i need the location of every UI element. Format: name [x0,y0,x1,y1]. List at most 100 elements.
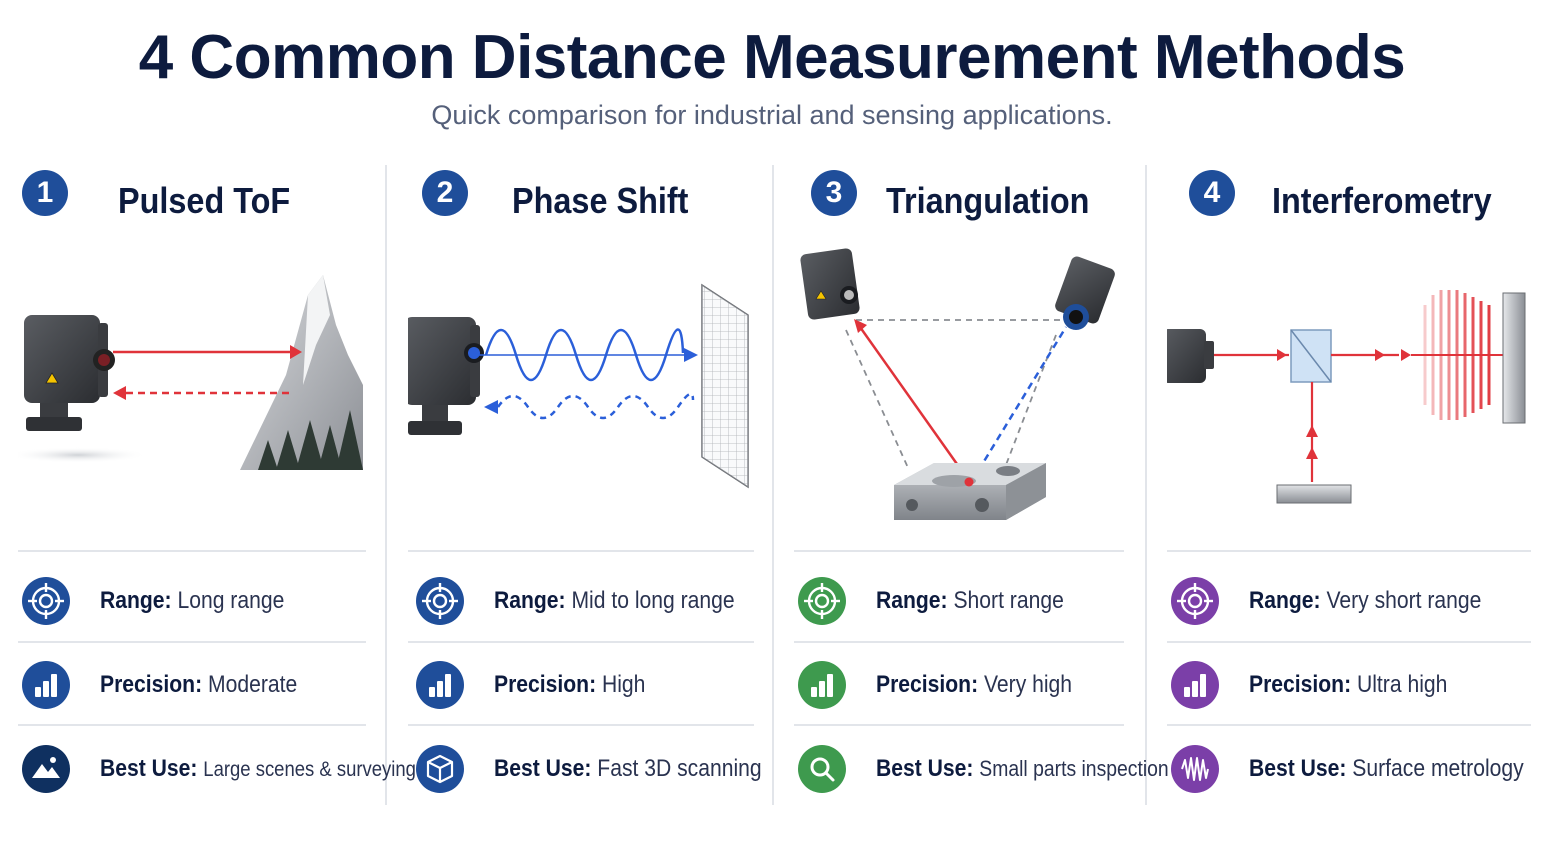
target-icon [798,577,846,625]
shadow [18,447,148,463]
waveform-icon [1171,745,1219,793]
laser-source-icon [1167,329,1214,383]
method-column-interferometry: 4 Interferometry [1167,165,1531,805]
spec-value: Fast 3D scanning [597,755,762,782]
spec-row-best-use: Best Use: Small parts inspection [798,737,1169,797]
spec-label: Range: [494,587,566,614]
spec-value: Large scenes & surveying [203,758,416,781]
method-column-phase-shift: 2 Phase Shift [408,165,762,805]
spec-label: Range: [876,587,948,614]
spec-label: Range: [100,587,172,614]
spec-label: Best Use: [494,755,592,782]
spec-value: Small parts inspection [979,756,1169,781]
magnifier-icon [798,745,846,793]
method-number-badge: 3 [811,170,857,216]
spec-row-best-use: Best Use: Fast 3D scanning [416,737,762,797]
divider [1167,641,1531,643]
spec-value: Long range [177,587,285,614]
reference-mirror-icon [1276,484,1352,504]
spec-row-best-use: Best Use: Surface metrology [1171,737,1531,797]
divider [1167,724,1531,726]
camera-detector-icon [1055,256,1115,330]
page-subtitle: Quick comparison for industrial and sens… [431,100,1113,130]
arrow-head [1306,425,1318,437]
method-column-pulsed-tof: 1 Pulsed ToF [18,165,416,805]
divider [408,550,754,552]
laser-emitter-icon [800,248,860,320]
spec-value: High [601,671,646,698]
bar-chart-icon [1171,661,1219,709]
arrow-head [113,386,126,400]
method-header: 1 Pulsed ToF [18,170,368,230]
spec-label: Best Use: [100,755,198,782]
beam-splitter-icon [1290,329,1332,383]
divider [18,550,366,552]
spec-row-range: Range: Very short range [1171,569,1531,629]
spec-value: Surface metrology [1352,755,1524,782]
spec-value: Moderate [207,671,298,698]
divider [18,641,366,643]
divider [794,641,1124,643]
spec-row-best-use: Best Use: Large scenes & surveying [22,737,416,797]
arrow-head [1277,349,1287,361]
method-number-badge: 4 [1189,170,1235,216]
target-mirror-icon [1502,292,1526,424]
target-icon [416,577,464,625]
divider [794,550,1124,552]
spec-label: Precision: [1249,671,1352,698]
column-divider [772,165,774,805]
method-name: Triangulation [886,180,1090,221]
detector-beam [970,326,1068,482]
spec-value: Very high [983,671,1073,698]
guide-line [845,329,910,471]
spec-row-precision: Precision: Moderate [22,653,368,713]
method-header: 4 Interferometry [1167,170,1531,230]
column-divider [385,165,387,805]
spec-value: Short range [953,587,1064,614]
method-name: Interferometry [1272,180,1492,221]
bar-chart-icon [22,661,70,709]
pulsed-tof-illustration [18,275,363,470]
divider [408,641,754,643]
arrow-head [854,319,867,333]
laser-beam [858,326,971,482]
target-icon [1171,577,1219,625]
spec-label: Precision: [100,671,203,698]
spec-label: Best Use: [1249,755,1347,782]
divider [1167,550,1531,552]
divider [408,724,754,726]
arrow-head [290,345,302,359]
arrow-head [1401,349,1411,361]
spec-label: Precision: [494,671,597,698]
spec-row-range: Range: Long range [22,569,368,629]
arrow-head [684,348,698,362]
phase-shift-illustration [408,283,749,489]
method-column-triangulation: 3 Triangulation [794,165,1169,805]
spec-row-precision: Precision: Ultra high [1171,653,1531,713]
mountain-target [240,275,363,470]
spec-label: Precision: [876,671,979,698]
bar-chart-icon [416,661,464,709]
divider [18,724,366,726]
machined-part-icon [894,463,1046,520]
emitted-wave [484,328,685,381]
arrow-head [1306,447,1318,459]
spec-row-range: Range: Mid to long range [416,569,754,629]
target-icon [22,577,70,625]
spec-label: Range: [1249,587,1321,614]
page-title: 4 Common Distance Measurement Methods [138,23,1406,92]
spec-value: Very short range [1326,587,1482,614]
spec-row-precision: Precision: High [416,653,754,713]
cube-icon [416,745,464,793]
sensor-camera-icon [408,317,484,435]
reflected-wave [496,392,695,420]
interferometry-illustration [1167,290,1526,504]
triangulation-illustration [800,248,1115,520]
spec-value: Ultra high [1356,671,1448,698]
divider [794,724,1124,726]
sensor-camera-icon [24,315,115,431]
spec-row-precision: Precision: Very high [798,653,1126,713]
method-header: 2 Phase Shift [408,170,754,230]
method-name: Phase Shift [512,180,689,221]
method-name: Pulsed ToF [118,180,291,221]
